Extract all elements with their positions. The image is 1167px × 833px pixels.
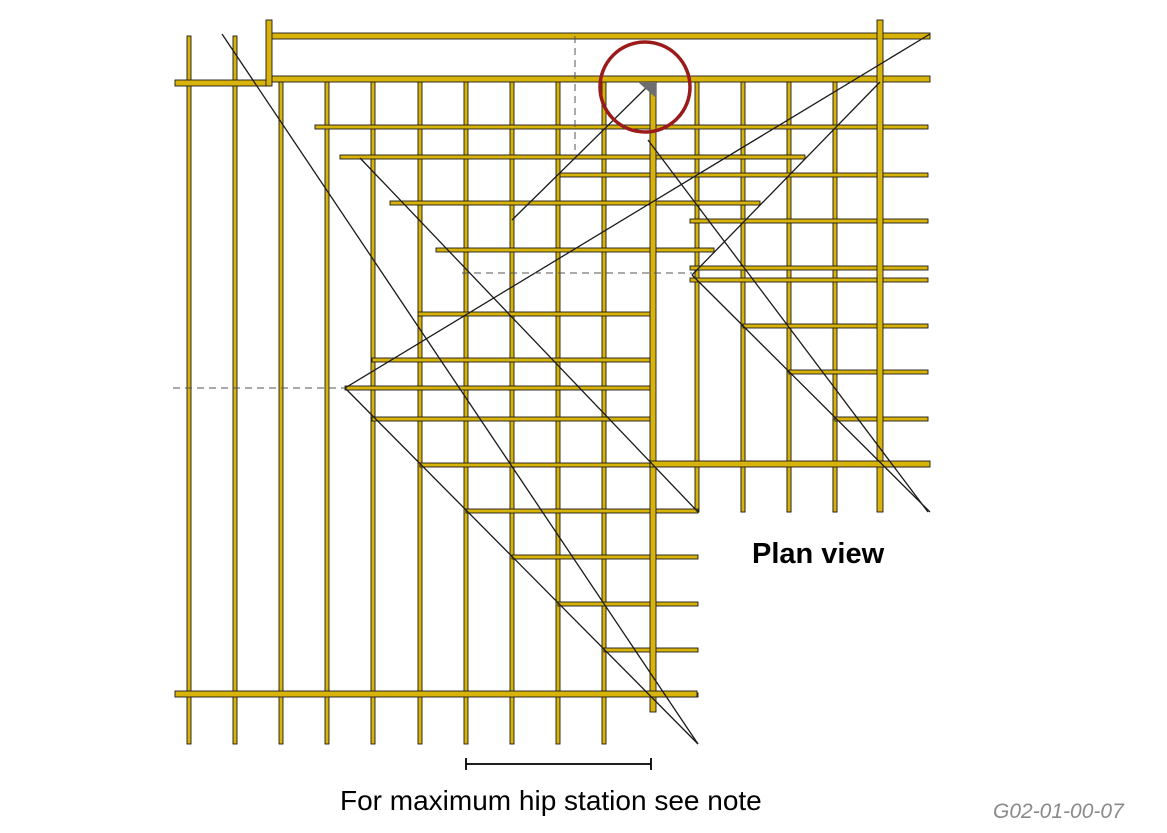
purlin <box>689 265 929 271</box>
purlin <box>417 311 653 317</box>
hip-station-note: For maximum hip station see note <box>340 785 762 816</box>
dashed-reference-lines <box>173 36 692 389</box>
central-hip-post <box>649 81 657 713</box>
top-ridge-beam <box>267 32 931 40</box>
hip-line-valley <box>344 33 931 389</box>
common-rafter <box>324 81 330 745</box>
purlin <box>389 200 761 206</box>
common-rafter <box>509 81 515 745</box>
right-bearer <box>649 460 931 468</box>
hip-line-right-lower <box>691 274 931 513</box>
drawing-code: G02-01-00-07 <box>993 800 1124 823</box>
jack-rafter <box>694 81 700 513</box>
common-rafter <box>232 35 238 745</box>
purlin <box>689 218 929 224</box>
jack-rafter <box>740 325 746 513</box>
purlin <box>557 601 699 607</box>
common-rafter <box>186 35 192 745</box>
bottom-bearer <box>174 690 698 698</box>
purlin <box>511 554 699 560</box>
hip-junction-wedge-icon <box>638 82 656 98</box>
hip-station-dimension <box>465 758 652 770</box>
hip-corner-highlight-circle-icon <box>598 40 692 134</box>
hip-line-upper <box>359 157 699 513</box>
purlin <box>742 323 929 329</box>
hip-lines <box>221 33 931 745</box>
common-rafter <box>278 81 284 745</box>
purlin <box>465 508 699 514</box>
hip-line-main <box>221 33 699 745</box>
hip-line-right-upper <box>691 81 881 276</box>
hip-line-diag <box>511 85 649 221</box>
common-rafter <box>417 81 423 745</box>
purlin <box>371 357 653 363</box>
common-rafter <box>555 81 561 745</box>
purlin <box>689 277 929 283</box>
plan-view-title: Plan view <box>752 538 885 570</box>
left-ridge-post <box>265 19 273 87</box>
purlin <box>344 385 653 391</box>
jack-rafter <box>786 371 792 513</box>
purlin <box>788 369 929 375</box>
purlin <box>339 154 806 160</box>
rafters-and-purlins <box>186 35 929 745</box>
common-rafter <box>370 81 376 745</box>
hip-line-lower <box>344 387 699 745</box>
common-rafter <box>463 81 469 745</box>
ridge-and-bearers <box>174 19 931 713</box>
purlin <box>435 247 715 253</box>
hip-line-right <box>647 139 929 513</box>
purlin <box>559 172 929 178</box>
purlin <box>419 462 653 468</box>
right-ridge-post <box>876 19 884 513</box>
